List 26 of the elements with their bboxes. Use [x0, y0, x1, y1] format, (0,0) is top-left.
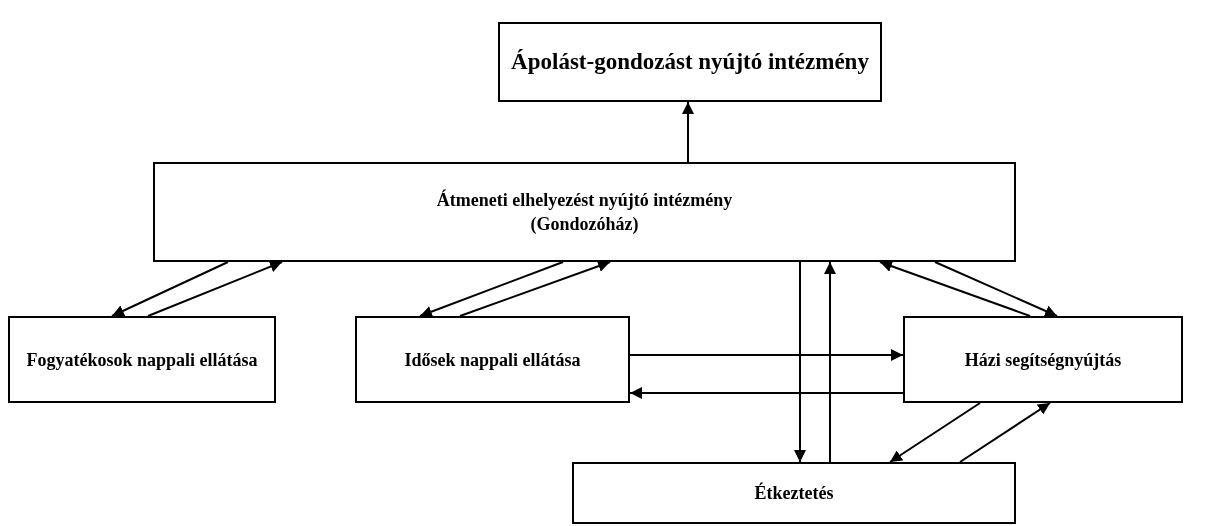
- arrow: [682, 101, 694, 163]
- process-box: [572, 462, 1016, 524]
- arrow: [111, 261, 229, 317]
- box-label: Átmeneti elhelyezést nyújtó intézmény: [436, 188, 733, 212]
- arrow: [459, 260, 611, 317]
- box-label: (Gondozóház): [530, 213, 639, 236]
- box-label: Fogyatékosok nappali ellátása: [26, 348, 258, 372]
- arrow: [934, 261, 1058, 317]
- arrow: [794, 261, 806, 463]
- arrow: [419, 261, 564, 318]
- arrow: [879, 260, 1031, 317]
- process-box: [8, 316, 276, 403]
- process-box: [498, 22, 882, 102]
- process-box: [355, 316, 630, 403]
- box-label: Idősek nappali ellátása: [404, 348, 581, 372]
- arrow: [824, 261, 836, 463]
- process-box: [153, 162, 1016, 262]
- box-label: Házi segítségnyújtás: [964, 348, 1122, 372]
- arrow: [959, 402, 1051, 463]
- arrow: [889, 402, 981, 463]
- arrow: [629, 349, 904, 361]
- arrow: [147, 260, 283, 317]
- box-label: Étkeztetés: [754, 481, 834, 505]
- process-box: [903, 316, 1183, 403]
- arrow: [629, 387, 904, 399]
- box-label: Ápolást-gondozást nyújtó intézmény: [511, 48, 869, 76]
